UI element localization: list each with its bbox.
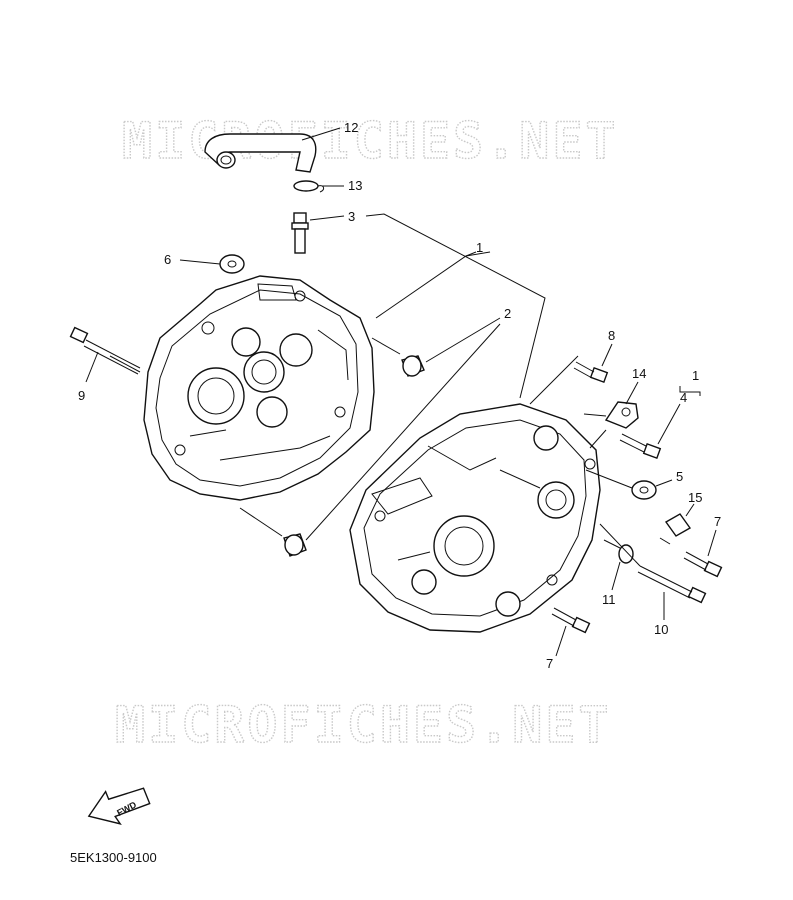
clip-part-13[interactable]: [293, 180, 325, 193]
callout-9: 9: [78, 388, 85, 403]
callout-3: 3: [348, 209, 355, 224]
washer-part-5[interactable]: [631, 480, 657, 500]
bolt-part-8[interactable]: [573, 361, 609, 383]
callout-6: 6: [164, 252, 171, 267]
callout-13: 13: [348, 178, 362, 193]
bolt-part-7-right[interactable]: [683, 551, 723, 578]
watermark-top: MICROFICHES.NET: [122, 112, 619, 170]
callout-15: 15: [688, 490, 702, 505]
fitting-part-3[interactable]: [291, 212, 309, 254]
bracket-part-14[interactable]: [604, 401, 639, 429]
callout-10: 10: [654, 622, 668, 637]
callout-4: 4: [680, 390, 687, 405]
bolt-part-9[interactable]: [69, 326, 141, 375]
callout-11: 11: [602, 592, 616, 607]
washer-part-11[interactable]: [618, 544, 634, 564]
watermark-bottom: MICROFICHES.NET: [115, 696, 612, 754]
callout-5: 5: [676, 469, 683, 484]
callout-2: 2: [504, 306, 511, 321]
dowel-pin-lower[interactable]: [283, 533, 307, 557]
hose-part-12[interactable]: [204, 133, 317, 173]
bolt-part-4[interactable]: [619, 433, 662, 459]
crankcase-right-half[interactable]: [349, 403, 601, 633]
diagram-code: 5EK1300-9100: [70, 850, 157, 865]
dowel-pin-upper[interactable]: [401, 355, 425, 377]
callout-7-right: 7: [714, 514, 721, 529]
fwd-arrow-icon: FWD: [87, 787, 151, 825]
callout-8: 8: [608, 328, 615, 343]
callout-12: 12: [344, 120, 358, 135]
callout-1b: 1: [692, 368, 699, 383]
callout-7-lower: 7: [546, 656, 553, 671]
clip-part-15[interactable]: [659, 513, 692, 545]
bolt-part-7-lower[interactable]: [551, 607, 591, 634]
callout-1: 1: [476, 240, 483, 255]
washer-part-6[interactable]: [219, 254, 245, 274]
bolt-part-10[interactable]: [637, 565, 707, 604]
callout-14: 14: [632, 366, 646, 381]
crankcase-left-half[interactable]: [143, 275, 375, 501]
